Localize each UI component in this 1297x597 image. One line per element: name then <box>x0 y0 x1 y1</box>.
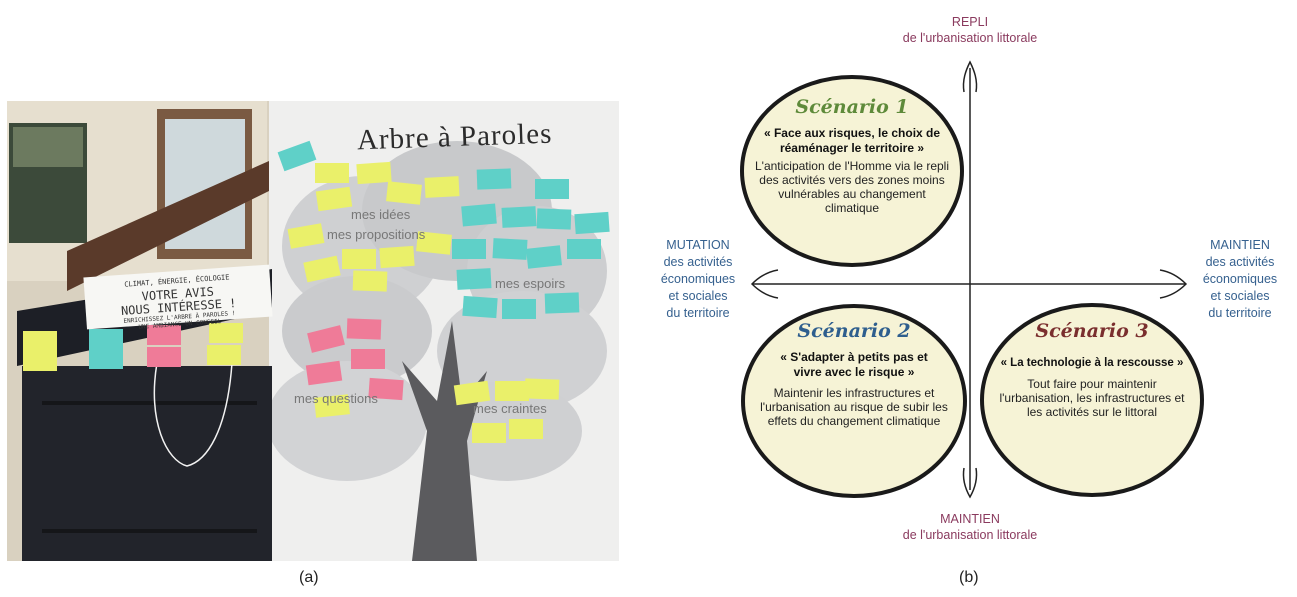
axis-bottom-label: MAINTIEN de l'urbanisation littorale <box>900 511 1040 543</box>
sticky-note <box>23 331 57 351</box>
scenario-1-desc: L'anticipation de l'Homme via le repli d… <box>754 159 949 215</box>
sticky-note <box>472 423 506 443</box>
sticky-note <box>368 377 404 401</box>
axis-left-line: MUTATION <box>666 238 730 252</box>
axis-bottom-line-2: de l'urbanisation littorale <box>902 528 1038 542</box>
scenario-1-quote: « Face aux risques, le choix de réaménag… <box>763 126 941 155</box>
sticky-note <box>416 231 452 255</box>
sticky-note <box>462 295 498 319</box>
sticky-note <box>89 349 123 369</box>
tree-label-questions: mes questions <box>294 391 378 406</box>
sticky-note <box>352 270 388 292</box>
sticky-note <box>501 206 537 228</box>
scenario-3-desc: Tout faire pour maintenir l'urbanisation… <box>999 377 1185 419</box>
sticky-note <box>351 349 385 369</box>
sticky-note <box>544 292 580 314</box>
sticky-note <box>509 419 543 439</box>
axis-left-line: du territoire <box>666 306 730 320</box>
scenario-3-quote: « La technologie à la rescousse » <box>1000 357 1184 369</box>
caption-b: (b) <box>959 569 979 586</box>
sticky-note <box>315 163 349 183</box>
axis-left-line: des activités <box>663 255 733 269</box>
sticky-note <box>424 176 460 198</box>
sticky-note <box>277 140 317 172</box>
sticky-note <box>147 347 181 367</box>
scenario-1-circle <box>740 75 964 267</box>
arrow-right-icon <box>1159 269 1188 299</box>
sticky-note <box>147 325 181 345</box>
arrow-up-icon <box>962 60 978 93</box>
axis-bottom-line-1: MAINTIEN <box>940 512 1000 526</box>
axis-right-line: du territoire <box>1208 306 1272 320</box>
sticky-note <box>461 203 497 227</box>
scenario-3: Scénario 3 « La technologie à la rescous… <box>990 320 1194 419</box>
sticky-note <box>346 318 382 340</box>
scenario-1: Scénario 1 « Face aux risques, le choix … <box>752 96 952 215</box>
arrow-left-icon <box>750 269 779 299</box>
sticky-note <box>574 211 610 235</box>
tree-label-fears: mes craintes <box>473 401 547 416</box>
axis-right-line: économiques <box>1202 272 1278 286</box>
sticky-note <box>23 351 57 371</box>
axis-right-line: des activités <box>1205 255 1275 269</box>
lectern-body <box>22 366 272 561</box>
sticky-note <box>492 238 528 260</box>
scenario-2-circle <box>741 304 967 498</box>
axis-left-line: et sociales <box>668 289 728 303</box>
axis-right-line: MAINTIEN <box>1210 238 1270 252</box>
tree-label-ideas: mes idées <box>351 207 411 222</box>
sticky-note <box>315 186 353 212</box>
photo-scene <box>7 101 619 561</box>
arrow-down-icon <box>962 467 978 499</box>
axis-left-label: MUTATION des activités économiques et so… <box>650 237 746 322</box>
scenario-2: Scénario 2 « S'adapter à petits pas et v… <box>752 320 956 428</box>
sticky-note <box>207 345 241 365</box>
photo-arbre-a-paroles: Arbre à Paroles mes idées mes propositio… <box>7 101 619 561</box>
sticky-note <box>89 329 123 349</box>
scenario-2-quote: « S'adapter à petits pas et vivre avec l… <box>780 350 928 379</box>
sticky-note <box>502 299 536 319</box>
sticky-note <box>452 239 486 259</box>
sticky-note <box>536 208 572 230</box>
sticky-note <box>535 179 569 199</box>
sticky-note <box>209 323 243 343</box>
sticky-note <box>342 249 376 269</box>
sticky-note <box>303 255 341 283</box>
sticky-note <box>476 168 512 190</box>
sticky-note <box>567 239 601 259</box>
axis-top-label: REPLI de l'urbanisation littorale <box>900 14 1040 46</box>
sticky-note <box>287 223 325 249</box>
tree-label-proposals: mes propositions <box>327 227 426 242</box>
sticky-note <box>526 245 562 269</box>
sticky-note <box>356 161 392 185</box>
sticky-note <box>386 181 422 205</box>
sticky-note <box>524 378 560 400</box>
scenario-3-title: Scénario 3 <box>1035 320 1149 342</box>
sticky-note <box>307 325 345 353</box>
sticky-note <box>456 268 492 290</box>
sticky-note <box>453 380 491 406</box>
sticky-note <box>379 245 415 269</box>
axis-top-line-2: de l'urbanisation littorale <box>902 31 1038 45</box>
sticky-note <box>314 394 350 418</box>
scenario-2-desc: Maintenir les infrastructures et l'urban… <box>760 386 948 428</box>
axis-right-label: MAINTIEN des activités économiques et so… <box>1192 237 1288 322</box>
scenario-1-title: Scénario 1 <box>795 96 909 118</box>
axis-top-line-1: REPLI <box>951 15 989 29</box>
caption-a: (a) <box>299 569 319 586</box>
sticky-note <box>495 381 529 401</box>
axis-left-line: économiques <box>660 272 736 286</box>
sticky-note <box>305 360 343 386</box>
scenario-diagram <box>740 60 1204 499</box>
scenario-2-title: Scénario 2 <box>797 320 911 342</box>
scenario-3-circle <box>980 303 1204 497</box>
board-title: Arbre à Paroles <box>356 117 553 157</box>
sticky-notes <box>23 140 610 443</box>
tree-label-hopes: mes espoirs <box>495 276 566 291</box>
axis-right-line: et sociales <box>1210 289 1270 303</box>
